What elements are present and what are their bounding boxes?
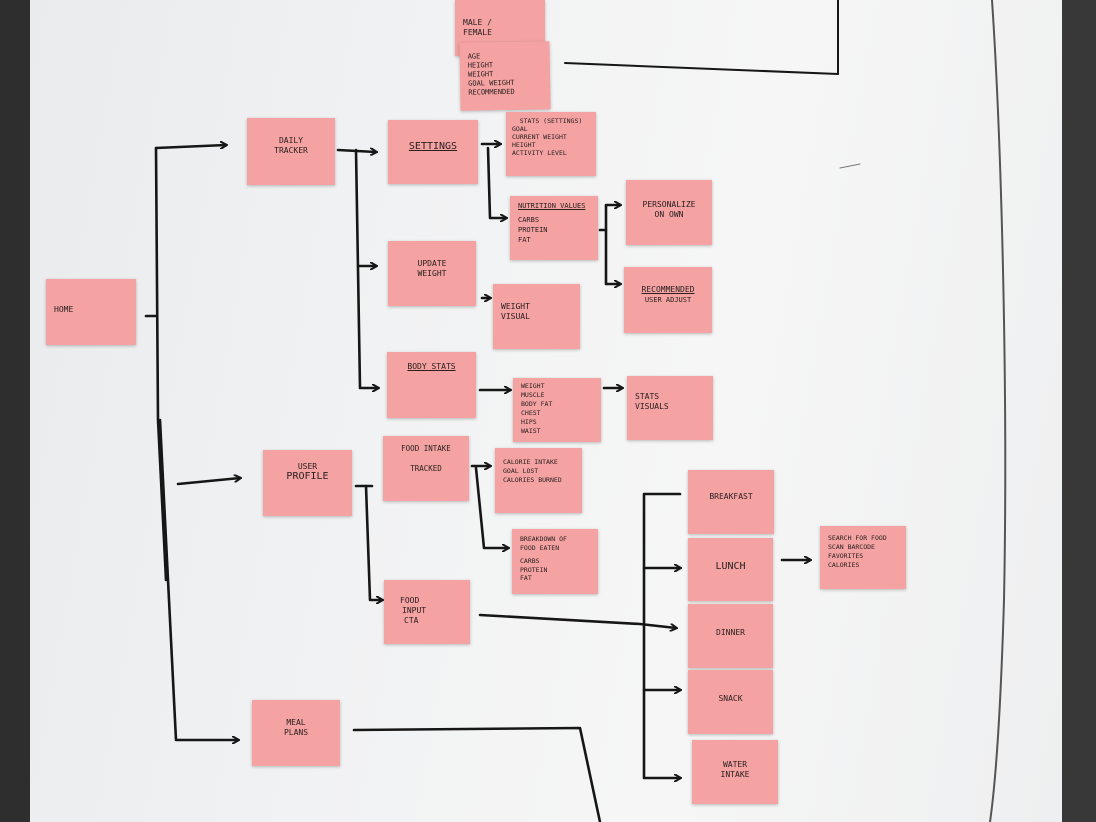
note-text: CTA (404, 616, 419, 625)
note-body-stats-list[interactable]: Weight Muscle Body fat Chest Hips Waist (513, 378, 601, 442)
note-text: Stats (635, 392, 660, 401)
note-text: Search for food (828, 534, 887, 542)
note-update-weight[interactable]: Update Weight (388, 241, 476, 306)
note-text: Calorie intake (503, 458, 558, 466)
note-text: Daily (278, 136, 304, 145)
note-text: Fat (518, 236, 531, 244)
note-recommended[interactable]: Recommended user adjust (624, 267, 712, 333)
note-text: Personalize (642, 200, 696, 209)
note-text: goal (512, 125, 528, 133)
note-top-profile-stats[interactable]: age height weight goal weight recommende… (459, 41, 551, 111)
note-text: Update (417, 259, 447, 268)
note-text: activity level (512, 149, 567, 157)
note-text: scan barcode (828, 543, 875, 551)
note-text: Hips (521, 418, 537, 426)
note-calorie-intake[interactable]: Calorie intake Goal lost calories burned (495, 448, 582, 513)
note-stats-settings[interactable]: Stats (settings) goal current weight hei… (506, 112, 596, 176)
note-lunch[interactable]: Lunch (688, 538, 773, 601)
note-text: visual (501, 312, 530, 321)
note-text: calories burned (503, 476, 562, 484)
note-daily-tracker[interactable]: Daily Tracker (247, 118, 335, 185)
note-text: Weight (501, 302, 530, 311)
note-text: Waist (521, 427, 541, 435)
note-text: Recommended (641, 285, 695, 294)
note-text: Dinner (716, 628, 745, 637)
note-text: Stats (settings) (519, 117, 583, 125)
note-text: Food intake (401, 444, 451, 453)
note-breakfast[interactable]: Breakfast (688, 470, 774, 534)
note-text: Meal (286, 718, 306, 727)
note-text: Water (722, 760, 748, 769)
note-text: on own (654, 210, 684, 219)
note-home-label: Home (54, 305, 74, 314)
note-user-profile[interactable]: User Profile (263, 450, 352, 516)
note-text: favorites (828, 552, 864, 560)
note-text: food eaten (520, 543, 560, 552)
note-text: current weight (512, 133, 567, 141)
note-food-input-cta[interactable]: Food input CTA (384, 580, 470, 644)
board-frame-right (1062, 0, 1096, 822)
note-settings[interactable]: Settings (388, 120, 478, 184)
note-weight-visual[interactable]: Weight visual (493, 284, 580, 349)
note-text: Body fat (521, 400, 553, 408)
note-text: Weight (417, 269, 447, 278)
note-text: Fat (520, 574, 532, 582)
note-text: Nutrition Values (518, 202, 586, 210)
note-search-food[interactable]: Search for food scan barcode favorites c… (820, 526, 906, 589)
note-water-intake[interactable]: Water intake (692, 740, 778, 804)
note-text: Goal lost (503, 467, 539, 475)
note-home[interactable]: Home (46, 279, 136, 345)
note-stats-visuals[interactable]: Stats visuals (627, 376, 713, 440)
note-text: Carbs (520, 557, 540, 565)
note-text: input (402, 606, 427, 615)
note-text: calories (828, 561, 860, 569)
note-text: Plans (283, 728, 309, 737)
note-snack[interactable]: Snack (688, 670, 773, 734)
note-text: user adjust (644, 296, 692, 304)
note-text: Settings (408, 141, 458, 152)
note-text: tracked (410, 464, 442, 473)
note-text: Profile (286, 471, 329, 482)
note-text: Weight (521, 382, 545, 390)
note-text: Chest (521, 409, 541, 417)
note-meal-plans[interactable]: Meal Plans (252, 700, 340, 766)
note-text: Tracker (274, 146, 308, 155)
note-text: Male / (463, 18, 492, 27)
note-text: Breakfast (709, 492, 753, 501)
note-text: Food (400, 596, 420, 605)
note-text: intake (720, 770, 750, 779)
board-frame-left (0, 0, 30, 822)
note-text: User (297, 462, 318, 471)
note-nutrition-values[interactable]: Nutrition Values Carbs Protein Fat (510, 196, 598, 260)
note-text: Female (463, 28, 492, 37)
note-text: Breakdown of (520, 535, 567, 543)
note-food-intake[interactable]: Food intake tracked (383, 436, 469, 501)
note-food-breakdown[interactable]: Breakdown of food eaten Carbs Protein Fa… (512, 529, 598, 594)
note-text: recommended (468, 87, 515, 97)
note-text: Muscle (521, 391, 545, 399)
note-personalize[interactable]: Personalize on own (626, 180, 712, 245)
note-text: Lunch (715, 561, 746, 572)
note-text: Carbs (518, 216, 540, 224)
note-dinner[interactable]: Dinner (688, 604, 773, 668)
note-text: Protein (518, 226, 548, 234)
note-body-stats[interactable]: Body Stats (387, 352, 476, 418)
note-text: Snack (718, 694, 743, 703)
note-text: visuals (635, 402, 669, 411)
note-text: height (512, 141, 536, 149)
note-text: Protein (520, 565, 548, 574)
note-text: Body Stats (407, 362, 456, 371)
